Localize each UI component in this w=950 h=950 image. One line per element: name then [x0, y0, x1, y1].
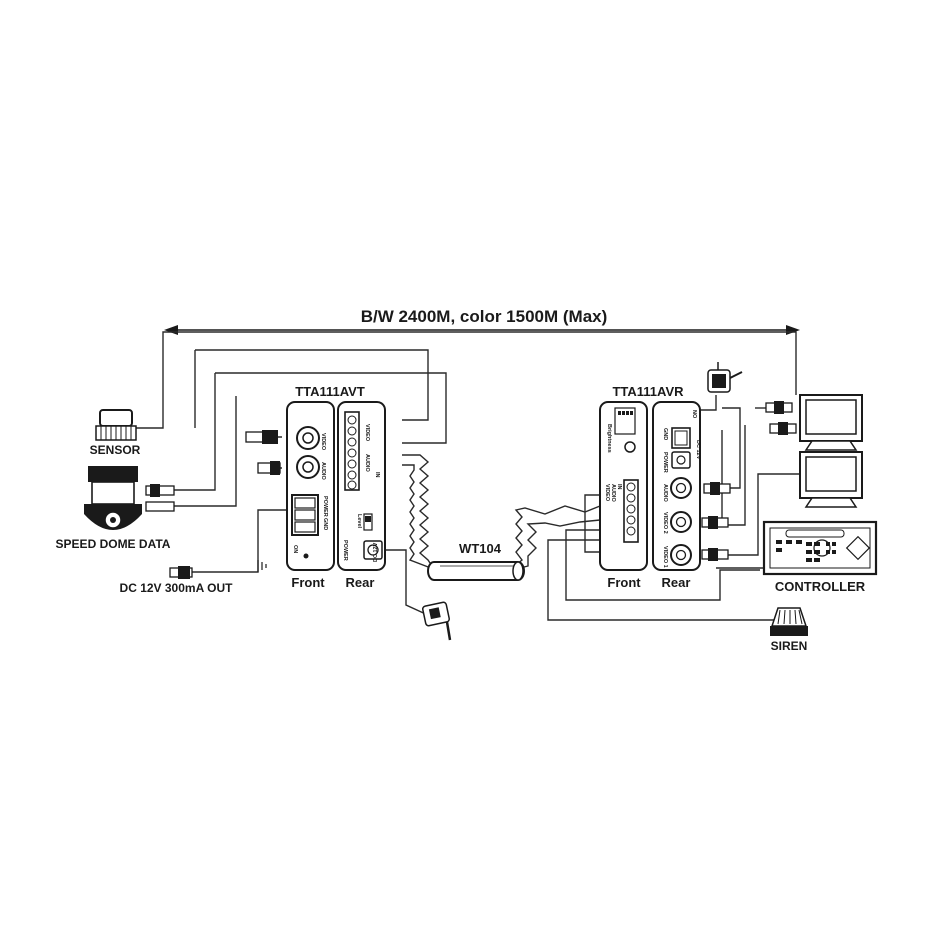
transmitter-rear-label: Rear: [346, 575, 375, 590]
tx-rear-video-label: VIDEO: [364, 424, 370, 442]
rx-rear-gnd-label: GND: [662, 428, 668, 440]
receiver-power-adapter: [707, 362, 743, 393]
camera-connectors: [145, 430, 281, 512]
siren-device: SIREN: [770, 607, 808, 653]
monitor-top: [799, 394, 863, 451]
receiver-rear-label: Rear: [662, 575, 691, 590]
rx-rear-video2-label: VIDEO 2: [662, 512, 668, 534]
signal-wires: [125, 331, 806, 621]
receiver-unit: TTA111AVR Brightness VIDEO AUDIO IN NO G…: [599, 384, 701, 590]
transmitter-front-label: Front: [291, 575, 325, 590]
tx-rear-audio-label: AUDIO: [364, 454, 370, 472]
tx-front-gnd-label: GND: [322, 518, 328, 530]
tx-rear-dc-label: DC 12V: [373, 542, 379, 562]
siren-label: SIREN: [771, 639, 808, 653]
distance-title: B/W 2400M, color 1500M (Max): [361, 307, 608, 326]
tx-front-on-label: ON: [292, 545, 298, 553]
tx-front-video-label: VIDEO: [320, 433, 326, 451]
speed-dome-camera: SPEED DOME DATA: [56, 466, 171, 551]
tx-front-audio-label: AUDIO: [320, 462, 326, 480]
controller-label: CONTROLLER: [775, 579, 866, 594]
receiver-connectors: [701, 401, 797, 561]
rx-rear-dc-label: DC 12V: [695, 440, 701, 460]
rx-front-audio-label: AUDIO: [610, 484, 616, 502]
transmitter-model: TTA111AVT: [295, 384, 365, 399]
wt104-cable: WT104: [427, 541, 525, 581]
dc-out-plug: DC 12V 300mA OUT: [120, 560, 267, 595]
rx-front-video-label: VIDEO: [604, 484, 610, 502]
transmitter-unit: TTA111AVT VIDEO AUDIO POWER GND ON VIDEO…: [286, 384, 386, 590]
rx-front-in-label: IN: [616, 484, 622, 490]
sensor-device: SENSOR: [90, 409, 141, 457]
tx-front-power-label: POWER: [322, 496, 328, 517]
rx-front-brightness-label: Brightness: [606, 424, 612, 453]
tx-rear-power-label: POWER: [342, 540, 348, 561]
tx-rear-in-label: IN: [374, 472, 380, 478]
rx-rear-power-label: POWER: [662, 452, 668, 473]
rx-rear-video1-label: VIDEO 1: [662, 546, 668, 568]
rx-rear-audio-label: AUDIO: [662, 484, 668, 502]
rx-rear-no-label: NO: [691, 410, 697, 419]
controller-device: CONTROLLER: [762, 520, 878, 594]
speed-dome-label: SPEED DOME DATA: [56, 537, 171, 551]
cable-label: WT104: [459, 541, 502, 556]
receiver-front-label: Front: [607, 575, 641, 590]
tx-rear-level-label: Level: [356, 514, 362, 529]
monitor-bottom: [799, 451, 863, 508]
sensor-label: SENSOR: [90, 443, 141, 457]
dc-out-label: DC 12V 300mA OUT: [120, 581, 234, 595]
receiver-model: TTA111AVR: [612, 384, 684, 399]
transmitter-power-adapter: [421, 601, 452, 641]
distance-dimension: B/W 2400M, color 1500M (Max): [164, 307, 800, 335]
